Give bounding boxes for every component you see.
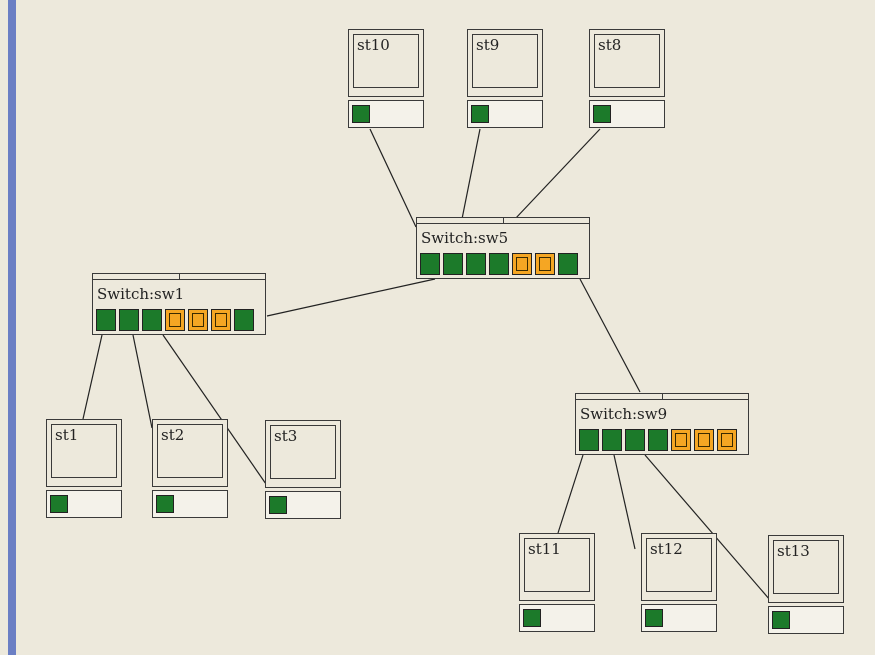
station-port-bar	[589, 100, 665, 128]
station-port-bar	[519, 604, 595, 632]
switch-sw5[interactable]: Switch:sw5	[416, 217, 590, 279]
port-led-warning	[694, 429, 714, 451]
station-port-bar	[348, 100, 424, 128]
switch-label: Switch:sw1	[97, 285, 185, 303]
monitor-icon: st9	[467, 29, 543, 97]
port-led-active	[489, 253, 509, 275]
switch-sw1[interactable]: Switch:sw1	[92, 273, 266, 335]
station-label: st11	[528, 540, 561, 558]
switch-sw9[interactable]: Switch:sw9	[575, 393, 749, 455]
port-led	[269, 496, 287, 514]
port-led-warning	[188, 309, 208, 331]
monitor-icon: st11	[519, 533, 595, 601]
monitor-icon: st8	[589, 29, 665, 97]
link-st10-sw5	[369, 128, 417, 228]
switch-ports	[579, 429, 737, 451]
monitor-icon: st3	[265, 420, 341, 488]
port-led-warning	[165, 309, 185, 331]
station-port-bar	[768, 606, 844, 634]
port-led	[593, 105, 611, 123]
port-led-active	[625, 429, 645, 451]
station-label: st13	[777, 542, 810, 560]
station-port-bar	[641, 604, 717, 632]
monitor-icon: st1	[46, 419, 122, 487]
port-led-active	[119, 309, 139, 331]
link-sw5-sw9	[579, 278, 641, 393]
monitor-icon: st10	[348, 29, 424, 97]
link-st8-sw5	[514, 128, 601, 220]
link-sw5-sw1	[266, 278, 436, 317]
port-led-active	[234, 309, 254, 331]
link-sw9-st11	[557, 454, 584, 534]
port-led-active	[142, 309, 162, 331]
link-sw9-st13	[644, 454, 771, 601]
station-label: st10	[357, 36, 390, 54]
link-sw1-st3	[162, 334, 267, 485]
station-label: st8	[598, 36, 622, 54]
switch-ports	[96, 309, 254, 331]
station-label: st1	[55, 426, 79, 444]
port-led-warning	[512, 253, 532, 275]
station-port-bar	[265, 491, 341, 519]
port-led-warning	[717, 429, 737, 451]
station-port-bar	[152, 490, 228, 518]
station-label: st12	[650, 540, 683, 558]
port-led	[352, 105, 370, 123]
port-led-active	[579, 429, 599, 451]
switch-label: Switch:sw5	[421, 229, 509, 247]
link-sw1-st2	[132, 334, 153, 429]
port-led	[772, 611, 790, 629]
link-sw1-st1	[82, 334, 103, 420]
station-label: st9	[476, 36, 500, 54]
port-led	[523, 609, 541, 627]
switch-label: Switch:sw9	[580, 405, 668, 423]
station-label: st2	[161, 426, 185, 444]
port-led-active	[420, 253, 440, 275]
switch-ports	[420, 253, 578, 275]
station-port-bar	[467, 100, 543, 128]
port-led-active	[602, 429, 622, 451]
port-led-warning	[535, 253, 555, 275]
link-sw9-st12	[613, 454, 636, 550]
link-st9-sw5	[461, 128, 481, 220]
monitor-icon: st12	[641, 533, 717, 601]
port-led-active	[96, 309, 116, 331]
port-led	[645, 609, 663, 627]
port-led-active	[466, 253, 486, 275]
port-led-active	[648, 429, 668, 451]
port-led	[471, 105, 489, 123]
port-led-warning	[211, 309, 231, 331]
station-port-bar	[46, 490, 122, 518]
port-led-active	[443, 253, 463, 275]
window-left-edge	[8, 0, 16, 655]
port-led-active	[558, 253, 578, 275]
port-led	[156, 495, 174, 513]
station-label: st3	[274, 427, 298, 445]
port-led-warning	[671, 429, 691, 451]
monitor-icon: st2	[152, 419, 228, 487]
monitor-icon: st13	[768, 535, 844, 603]
port-led	[50, 495, 68, 513]
